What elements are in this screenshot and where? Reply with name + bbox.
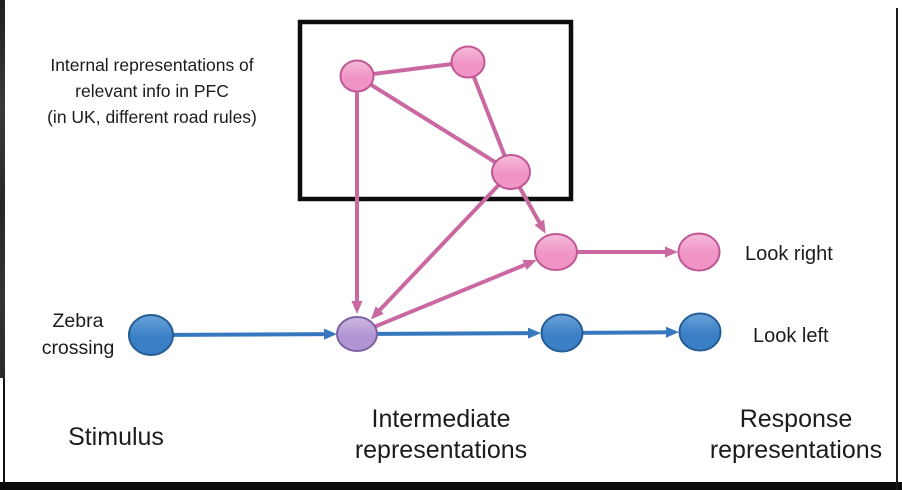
node-pfc-1 [339, 59, 375, 93]
edge-pfc-2-to-pfc-3 [466, 61, 513, 173]
node-intermediate [336, 316, 378, 352]
node-stimulus [128, 314, 174, 356]
slide-border-right [896, 8, 898, 490]
look-left-label: Look left [753, 325, 829, 347]
node-look-right-pre [534, 233, 578, 271]
zebra-crossing-label: Zebra crossing [41, 310, 115, 359]
node-intermediate-2 [540, 313, 584, 353]
pfc-note-label: Internal representations of relevant inf… [47, 55, 257, 127]
slide-border-bottom [0, 482, 902, 490]
node-pfc-3 [491, 154, 531, 190]
edge-pfc-1-to-pfc-3 [355, 74, 513, 174]
pfc-box [297, 19, 574, 202]
edge-intermediate-to-look-right-pre [356, 260, 532, 336]
response-representations-label: Response representations [709, 405, 883, 464]
node-look-right-out [677, 232, 721, 272]
intermediate-representations-label: Intermediate representations [354, 405, 528, 464]
look-right-label: Look right [745, 243, 833, 265]
edge-intermediate-to-intermediate-2 [356, 331, 535, 336]
stimulus-label: Stimulus [68, 423, 164, 451]
video-frame-edge-left [0, 0, 5, 378]
edge-stimulus-to-intermediate [150, 332, 331, 337]
edge-pfc-3-to-intermediate [373, 170, 513, 317]
slide-border-left [3, 378, 5, 482]
node-look-left-out [678, 312, 722, 352]
edge-pfc-1-to-pfc-2 [356, 60, 469, 78]
node-pfc-2 [450, 45, 486, 79]
